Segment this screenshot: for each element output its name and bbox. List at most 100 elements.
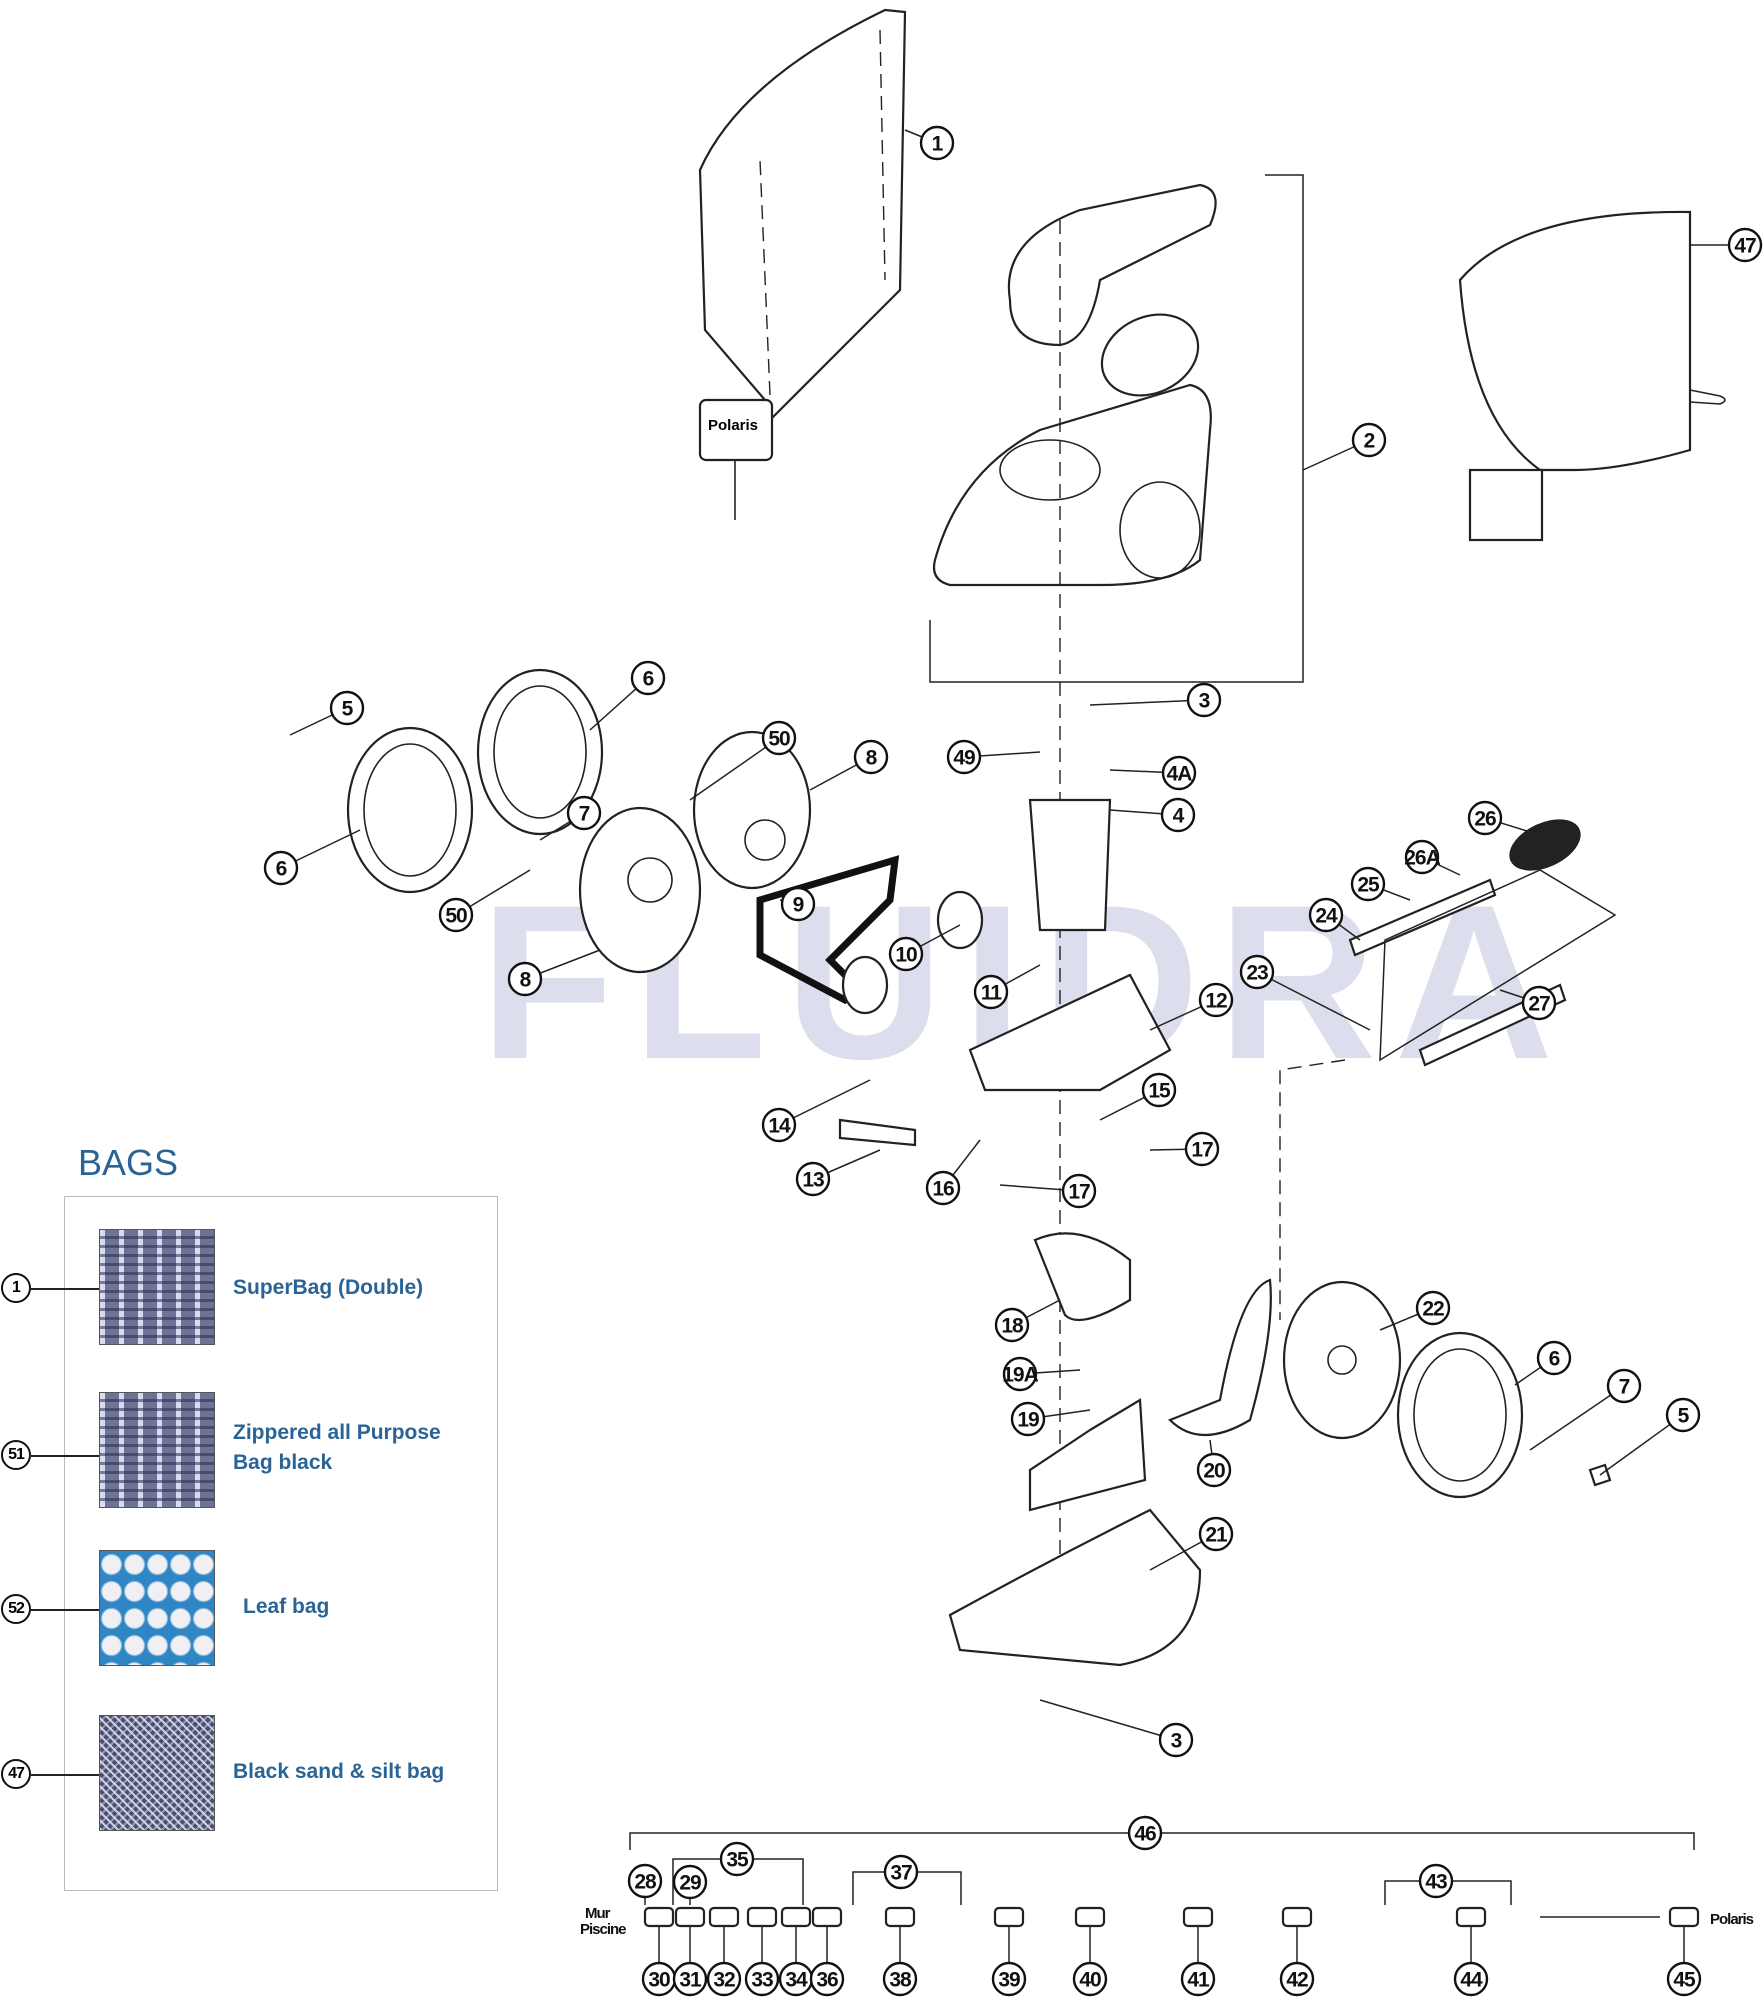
part-callout: 23 [1239,954,1371,1031]
callout-number: 32 [713,1969,735,1992]
part-callout: 10 [888,924,961,972]
callout-circle [809,1961,845,1997]
bags-title: BAGS [78,1142,179,1183]
part-callout: 41 [1180,1961,1216,1997]
callout-circle [1186,682,1222,718]
callout-number: 27 [1528,993,1550,1016]
callout-number: 37 [890,1862,912,1885]
part-callout: 31 [672,1961,708,1997]
callout-circle [991,1961,1027,1997]
callout-number: 7 [579,803,590,826]
part-callout: 14 [761,1079,871,1143]
chassis-part [838,798,1272,1667]
callout-circle [853,739,889,775]
callout-number: 17 [1191,1139,1213,1162]
callout-circle [1061,1173,1097,1209]
callout-number: 1 [932,133,944,156]
callout-number: 45 [1673,1969,1696,1992]
part-callout: 6 [589,660,666,731]
part-callout: 1 [904,125,955,161]
callout-circle [672,1961,708,1997]
sand-silt-bag-swatch [99,1715,215,1831]
callout-number: 20 [1203,1460,1225,1483]
callout-circle [780,886,816,922]
callout-number: 34 [785,1969,808,1992]
callout-number: 5 [1678,1405,1690,1428]
callout-number: 50 [445,905,467,928]
callout-number: 11 [981,982,1003,1005]
callout-circle [994,1307,1030,1343]
hose-fitting [884,1906,916,1928]
hose-fitting [643,1906,675,1928]
callout-circle [1351,422,1387,458]
callout-number: 38 [889,1969,912,1992]
hose-fitting [811,1906,843,1928]
callout-number: 41 [1187,1969,1210,1992]
bag-item-sand-silt: 47 Black sand & silt bag [1,1715,497,1835]
callout-circle [438,897,474,933]
callout-number: 4A [1167,763,1193,786]
callout-circle [1160,797,1196,833]
callout-circle [761,720,797,756]
part-callout: 13 [795,1149,881,1197]
bag-callout: 52 [1,1594,31,1624]
callout-number: 12 [1205,990,1227,1013]
callout-number: 6 [276,858,287,881]
callout-number: 3 [1199,690,1210,713]
left-wheels-part [346,668,984,1015]
callout-number: 8 [866,747,878,770]
bag-label: Leaf bag [243,1595,330,1618]
hose-fitting [780,1906,812,1928]
part-callout: 26 [1467,800,1541,836]
part-callout: 27 [1499,985,1557,1021]
part-callout: 17 [1149,1131,1220,1167]
callout-circle [1350,866,1386,902]
bags-legend: 1 SuperBag (Double) 51 Zippered all Purp… [1,1196,498,1891]
part-callout: 50 [689,720,797,801]
hose-fitting [1074,1906,1106,1928]
bag-item-zippered: 51 Zippered all Purpose Bag black [1,1392,497,1512]
callout-circle [1158,1722,1194,1758]
polaris-logo: Polaris [708,417,758,434]
bag-callout: 51 [1,1440,31,1470]
callout-number: 17 [1068,1181,1090,1204]
callout-number: 7 [1619,1376,1630,1399]
callout-number: 8 [520,969,532,992]
callout-number: 29 [679,1872,701,1895]
callout-circle [263,850,299,886]
part-callout: 29 [672,1864,708,1900]
callout-circle [1606,1368,1642,1404]
callout-circle [761,1107,797,1143]
callout-circle [1141,1072,1177,1108]
leader-line [1256,971,1371,1031]
callout-circle [795,1161,831,1197]
callout-number: 47 [1734,235,1756,258]
hose-fitting [993,1906,1025,1928]
callout-number: 28 [634,1871,657,1894]
part-callout: 33 [744,1961,780,1997]
callout-number: 22 [1422,1298,1444,1321]
hose-fitting [1668,1906,1700,1928]
part-callout: 15 [1099,1072,1177,1121]
callout-number: 5 [342,698,354,721]
callout-number: 3 [1171,1730,1182,1753]
callout-circle [719,1841,755,1877]
part-callout: 37 [883,1854,919,1890]
part-callout: 50 [438,869,531,933]
callout-number: 16 [932,1178,954,1201]
part-callout: 22 [1379,1290,1451,1331]
callout-circle [973,974,1009,1010]
bag-item-superbag: 1 SuperBag (Double) [1,1229,497,1349]
callout-number: 31 [679,1969,702,1992]
part-callout: 2 [1302,422,1387,471]
callout-circle [1666,1961,1702,1997]
part-callout: 19A [1002,1356,1081,1392]
callout-number: 13 [802,1169,824,1192]
hose-fitting [746,1906,778,1928]
callout-circle [1127,1815,1163,1851]
callout-number: 6 [1549,1348,1560,1371]
callout-circle [1010,1401,1046,1437]
hose-fitting [674,1906,706,1928]
callout-number: 4 [1173,805,1185,828]
